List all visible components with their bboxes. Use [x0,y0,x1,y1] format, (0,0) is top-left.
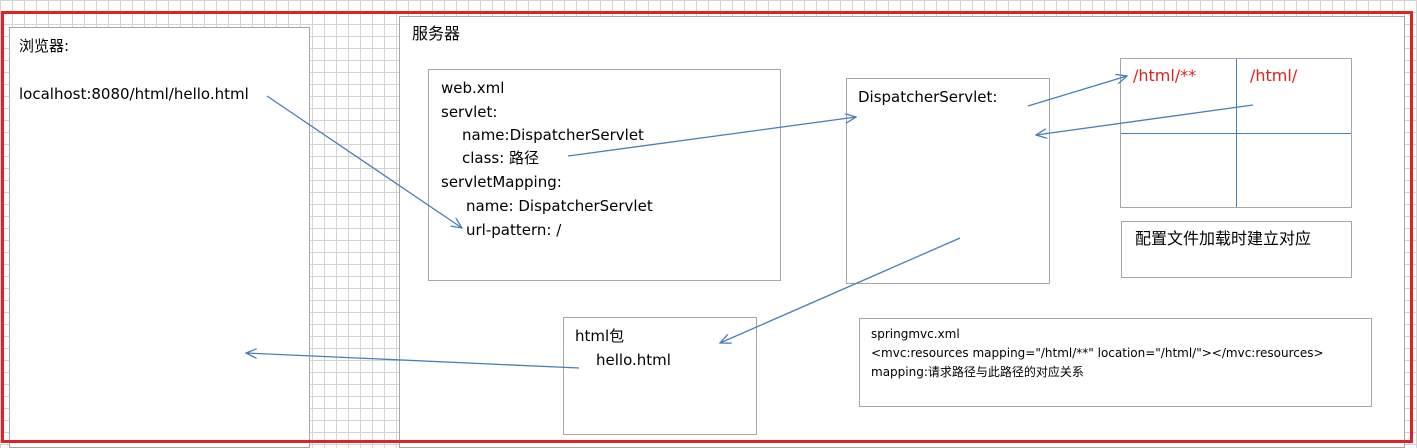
dispatcher-box: DispatcherServlet: [846,78,1050,284]
webxml-line: class: 路径 [462,149,540,167]
mapping-right-location: /html/ [1250,66,1298,85]
webxml-line: url-pattern: / [466,221,562,239]
dispatcher-title: DispatcherServlet: [858,88,998,106]
springmvc-line: <mvc:resources mapping="/html/**" locati… [871,346,1324,360]
webxml-line: web.xml [441,79,505,97]
browser-url: localhost:8080/html/hello.html [19,85,249,103]
table-divider-horizontal [1121,133,1351,134]
springmvc-line: springmvc.xml [871,327,960,341]
note-box: 配置文件加载时建立对应 [1121,221,1352,278]
browser-title: 浏览器: [19,37,70,55]
mapping-table-box: /html/** /html/ [1120,58,1352,208]
html-package-file: hello.html [596,351,671,369]
arrow-dispatcher-to-pattern [1027,76,1127,107]
arrow-dispatcher-to-html-package [720,237,961,343]
browser-panel: 浏览器: localhost:8080/html/hello.html [9,27,310,448]
webxml-line: servlet: [441,103,498,121]
html-package-title: html包 [575,327,625,345]
springmvc-box: springmvc.xml <mvc:resources mapping="/h… [859,318,1372,407]
webxml-line: name:DispatcherServlet [462,126,644,144]
mapping-left-pattern: /html/** [1133,66,1197,85]
arrow-html-package-to-browser [246,353,580,369]
note-text: 配置文件加载时建立对应 [1135,229,1312,248]
webxml-line: servletMapping: [441,173,562,191]
arrow-location-to-dispatcher [1036,104,1254,135]
webxml-box: web.xml servlet: name:DispatcherServlet … [428,69,781,281]
arrow-browser-to-url-pattern [266,95,462,228]
arrow-class-to-dispatcher [567,117,856,157]
springmvc-line: mapping:请求路径与此路径的对应关系 [871,365,1084,379]
server-title: 服务器 [412,24,461,43]
webxml-line: name: DispatcherServlet [466,197,653,215]
